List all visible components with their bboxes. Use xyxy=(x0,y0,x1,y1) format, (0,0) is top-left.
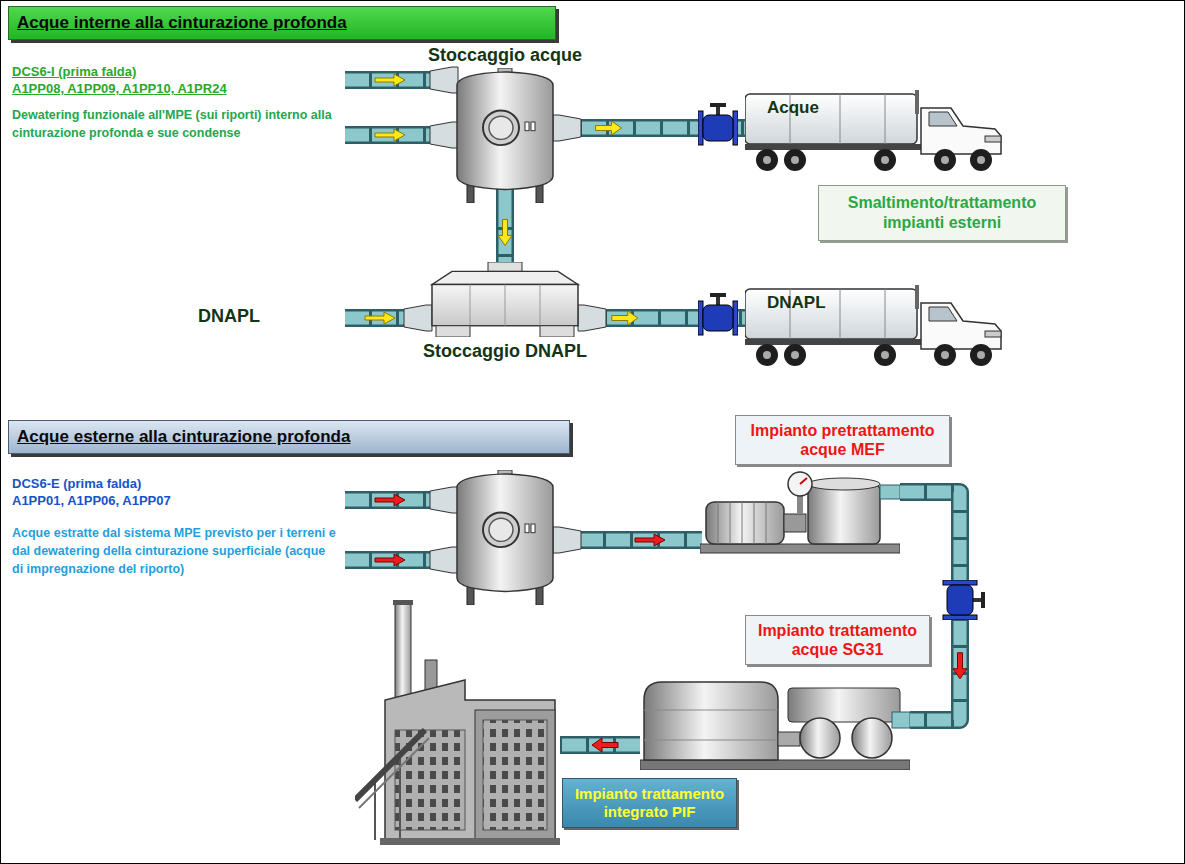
pipe xyxy=(560,736,640,754)
pump-drawing xyxy=(700,470,900,555)
node-label: Stoccaggio acque xyxy=(428,45,582,66)
source-wells: DCS6-E (prima falda) xyxy=(12,476,141,491)
pipe xyxy=(345,126,432,144)
funnel xyxy=(553,527,581,553)
source-note: Acque estratte dal sistema MPE previsto … xyxy=(12,524,337,578)
pretreatment-plant: Impianto pretrattamento acque MEF xyxy=(700,470,900,555)
bin-drawing xyxy=(432,262,578,337)
source-wells: DCS6-I (prima falda) xyxy=(12,64,136,79)
machine-drawing xyxy=(640,670,910,770)
dnapl-tank: Stoccaggio DNAPL xyxy=(430,262,580,337)
tank-drawing xyxy=(455,68,555,203)
section-band: Acque interne alla cinturazione profonda xyxy=(8,6,556,40)
node-label: DNAPL xyxy=(767,293,826,313)
pipe xyxy=(579,534,702,547)
pipe xyxy=(345,554,432,567)
pipe xyxy=(345,309,406,327)
node-label: Stoccaggio DNAPL xyxy=(423,341,587,362)
label-slot: DCS6-I (prima falda) xyxy=(12,64,136,79)
node-label: Impianto trattamento acque SG31 xyxy=(745,615,930,665)
machine-drawing xyxy=(640,682,910,770)
pipe xyxy=(496,203,514,262)
pipe xyxy=(499,203,512,262)
funnel xyxy=(404,305,432,331)
pipe xyxy=(579,531,702,549)
node-label: Impianto pretrattamento acque MEF xyxy=(735,415,950,465)
pipe-connector xyxy=(498,203,512,262)
tank-drawing xyxy=(457,68,553,203)
pipe xyxy=(345,494,432,507)
pipe xyxy=(345,71,432,89)
treatment-plant: Impianto trattamento acque SG31 xyxy=(640,670,910,770)
funnel xyxy=(578,305,606,331)
label-slot: DNAPL xyxy=(198,306,260,327)
node-label: Acque xyxy=(767,98,819,118)
well-codes: A1PP01, A1PP06, A1PP07 xyxy=(12,493,171,508)
flow-arrow xyxy=(498,219,512,245)
building-drawing xyxy=(355,600,560,845)
node-label: Impianto trattamento integrato PIF xyxy=(562,778,737,828)
funnel xyxy=(430,67,458,93)
pipe xyxy=(345,551,432,569)
destination-box: Smaltimento/trattamento impianti esterni xyxy=(818,185,1066,241)
pipe xyxy=(560,739,640,752)
label-slot: A1PP08, A1PP09, A1PP10, A1PR24 xyxy=(12,81,227,96)
funnel xyxy=(553,115,581,141)
stream-name: DNAPL xyxy=(198,306,260,327)
well-codes: A1PP08, A1PP09, A1PP10, A1PR24 xyxy=(12,81,227,96)
flow-arrow xyxy=(375,129,405,141)
flow-arrow xyxy=(612,311,638,325)
flow-arrow xyxy=(375,554,405,566)
label-slot: A1PP01, A1PP06, A1PP07 xyxy=(12,493,171,508)
truck-drawing xyxy=(745,90,1001,171)
node-text: Acque interne alla cinturazione profonda xyxy=(17,13,547,33)
flow-arrow xyxy=(592,738,618,752)
valve xyxy=(698,103,738,145)
flow-arrow xyxy=(596,121,622,135)
truck-drawing xyxy=(745,285,1001,366)
integrated-plant: Impianto trattamento integrato PIF xyxy=(355,600,560,845)
flow-arrow xyxy=(375,74,405,86)
valve xyxy=(943,580,985,620)
valve xyxy=(698,293,738,335)
funnel xyxy=(430,547,458,573)
label-slot: Dewatering funzionale all'MPE (sui ripor… xyxy=(12,106,332,142)
flow-arrow xyxy=(635,534,665,546)
node-text: Acque esterne alla cinturazione profonda xyxy=(17,427,561,447)
pump-drawing xyxy=(700,472,900,553)
pipe-connector xyxy=(560,738,640,752)
funnel xyxy=(430,122,458,148)
storage-tank: Stoccaggio acque xyxy=(455,68,555,203)
flow-arrow xyxy=(375,494,665,566)
flow-arrow xyxy=(375,494,405,506)
section-band: Acque esterne alla cinturazione profonda xyxy=(8,420,570,454)
node-text: Smaltimento/trattamento impianti esterni xyxy=(827,193,1057,233)
building-drawing xyxy=(355,600,560,845)
source-note: Dewatering funzionale all'MPE (sui ripor… xyxy=(12,106,332,142)
tanker-truck: Acque xyxy=(745,90,1005,175)
pipe xyxy=(345,491,432,509)
flow-arrow xyxy=(953,653,967,679)
tanker-truck: DNAPL xyxy=(745,285,1005,370)
funnel xyxy=(430,487,458,513)
flow-arrow xyxy=(365,74,405,324)
storage-tank xyxy=(457,470,553,605)
pipe xyxy=(345,312,406,325)
label-slot: DCS6-E (prima falda) xyxy=(12,476,141,491)
bin-drawing xyxy=(430,262,580,337)
pipe xyxy=(345,129,432,142)
flow-arrow xyxy=(365,312,395,324)
pipe xyxy=(345,74,432,87)
label-slot: Acque estratte dal sistema MPE previsto … xyxy=(12,524,337,578)
